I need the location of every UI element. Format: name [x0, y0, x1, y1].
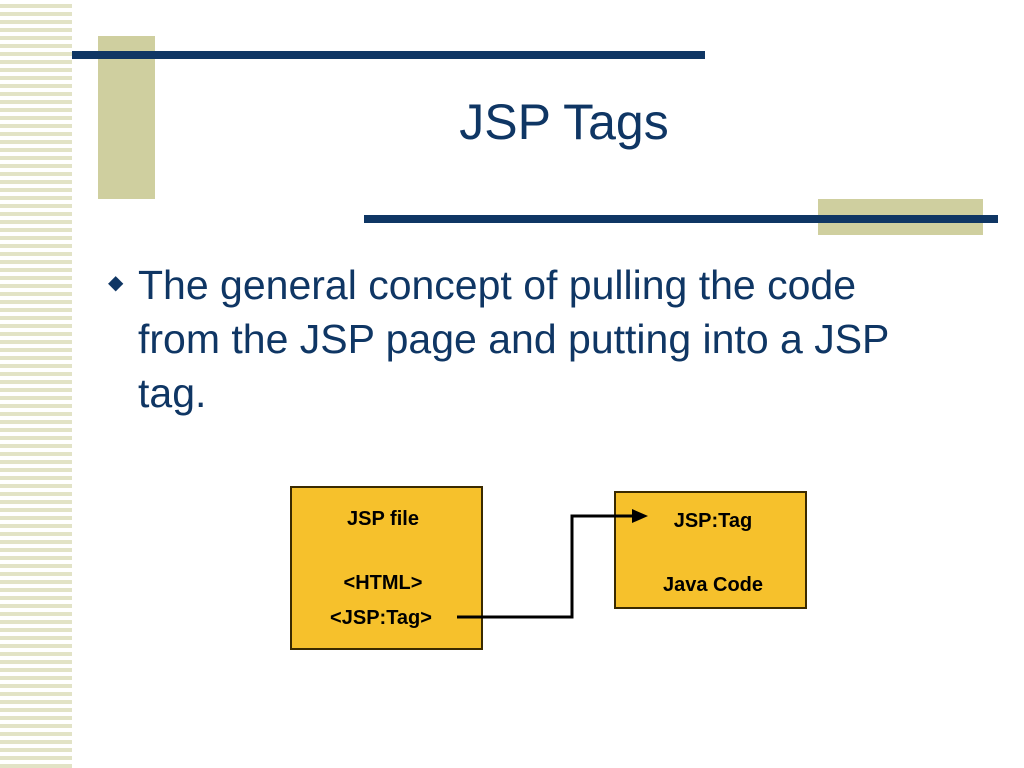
bullet-item: ◆ The general concept of pulling the cod…: [108, 258, 948, 420]
arrow-head-icon: [632, 509, 648, 523]
connector-arrow: [457, 509, 648, 619]
jsp-tag-title: JSP:Tag: [674, 510, 753, 532]
jsp-tag-java-code: Java Code: [663, 574, 763, 596]
accent-block-top: [98, 36, 155, 199]
rule-bottom: [364, 215, 998, 223]
jsp-file-tag-line: <JSP:Tag>: [330, 607, 432, 629]
diamond-bullet-icon: ◆: [108, 272, 124, 294]
jsp-file-box: JSP file <HTML> <JSP:Tag>: [290, 486, 483, 650]
slide-title: JSP Tags: [459, 94, 669, 150]
jsp-file-html-line: <HTML>: [344, 572, 423, 594]
jsp-file-title: JSP file: [347, 508, 419, 530]
left-stripe-decoration: [0, 0, 72, 768]
bullet-text: The general concept of pulling the code …: [138, 262, 889, 416]
jsp-tag-box: JSP:Tag Java Code: [614, 491, 807, 609]
rule-top: [72, 51, 705, 59]
